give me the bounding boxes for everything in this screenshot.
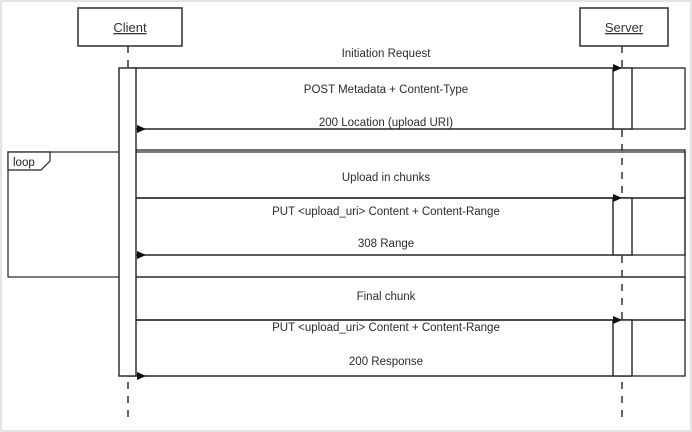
actor-layer: Client Server [77, 7, 669, 47]
activation-bar-client-0 [118, 67, 137, 377]
activation-layer [118, 67, 633, 377]
participant-box-server[interactable] [579, 7, 669, 47]
participant-label-server: Server [605, 20, 644, 35]
activation-bar-server-1 [612, 67, 633, 130]
message-label-m8: PUT <upload_uri> Content + Content-Range [272, 322, 500, 334]
message-m1[interactable]: Initiation Request [342, 48, 432, 60]
message-m4[interactable]: Upload in chunks [342, 172, 430, 184]
fragment-operator-label: loop [13, 157, 35, 169]
participant-client[interactable]: Client [77, 7, 183, 47]
message-m5[interactable]: PUT <upload_uri> Content + Content-Range [136, 194, 622, 218]
loop-fragment[interactable]: loop [7, 151, 686, 278]
message-label-m2: POST Metadata + Content-Type [304, 84, 468, 96]
fragment-outline [7, 151, 686, 278]
message-label-m4: Upload in chunks [342, 172, 430, 184]
message-m6[interactable]: 308 Range [137, 238, 613, 259]
message-m2[interactable]: POST Metadata + Content-Type [136, 64, 622, 96]
message-label-m6: 308 Range [358, 238, 414, 250]
message-label-m1: Initiation Request [342, 48, 432, 60]
message-m9[interactable]: 200 Response [137, 356, 613, 380]
fragment-layer: loop [7, 151, 686, 278]
message-label-m5: PUT <upload_uri> Content + Content-Range [272, 206, 500, 218]
fragment-operator-tab [7, 151, 51, 171]
participant-server[interactable]: Server [579, 7, 669, 47]
message-label-m9: 200 Response [349, 356, 423, 368]
message-m8[interactable]: PUT <upload_uri> Content + Content-Range [136, 316, 622, 334]
message-label-m7: Final chunk [357, 291, 416, 303]
message-m7[interactable]: Final chunk [357, 291, 416, 303]
message-m3[interactable]: 200 Location (upload URI) [137, 117, 613, 133]
activation-bar-server-2 [612, 197, 633, 256]
message-label-m3: 200 Location (upload URI) [319, 117, 453, 129]
participant-box-client[interactable] [77, 7, 183, 47]
participant-label-client: Client [113, 20, 147, 35]
activation-bar-server-3 [612, 319, 633, 377]
